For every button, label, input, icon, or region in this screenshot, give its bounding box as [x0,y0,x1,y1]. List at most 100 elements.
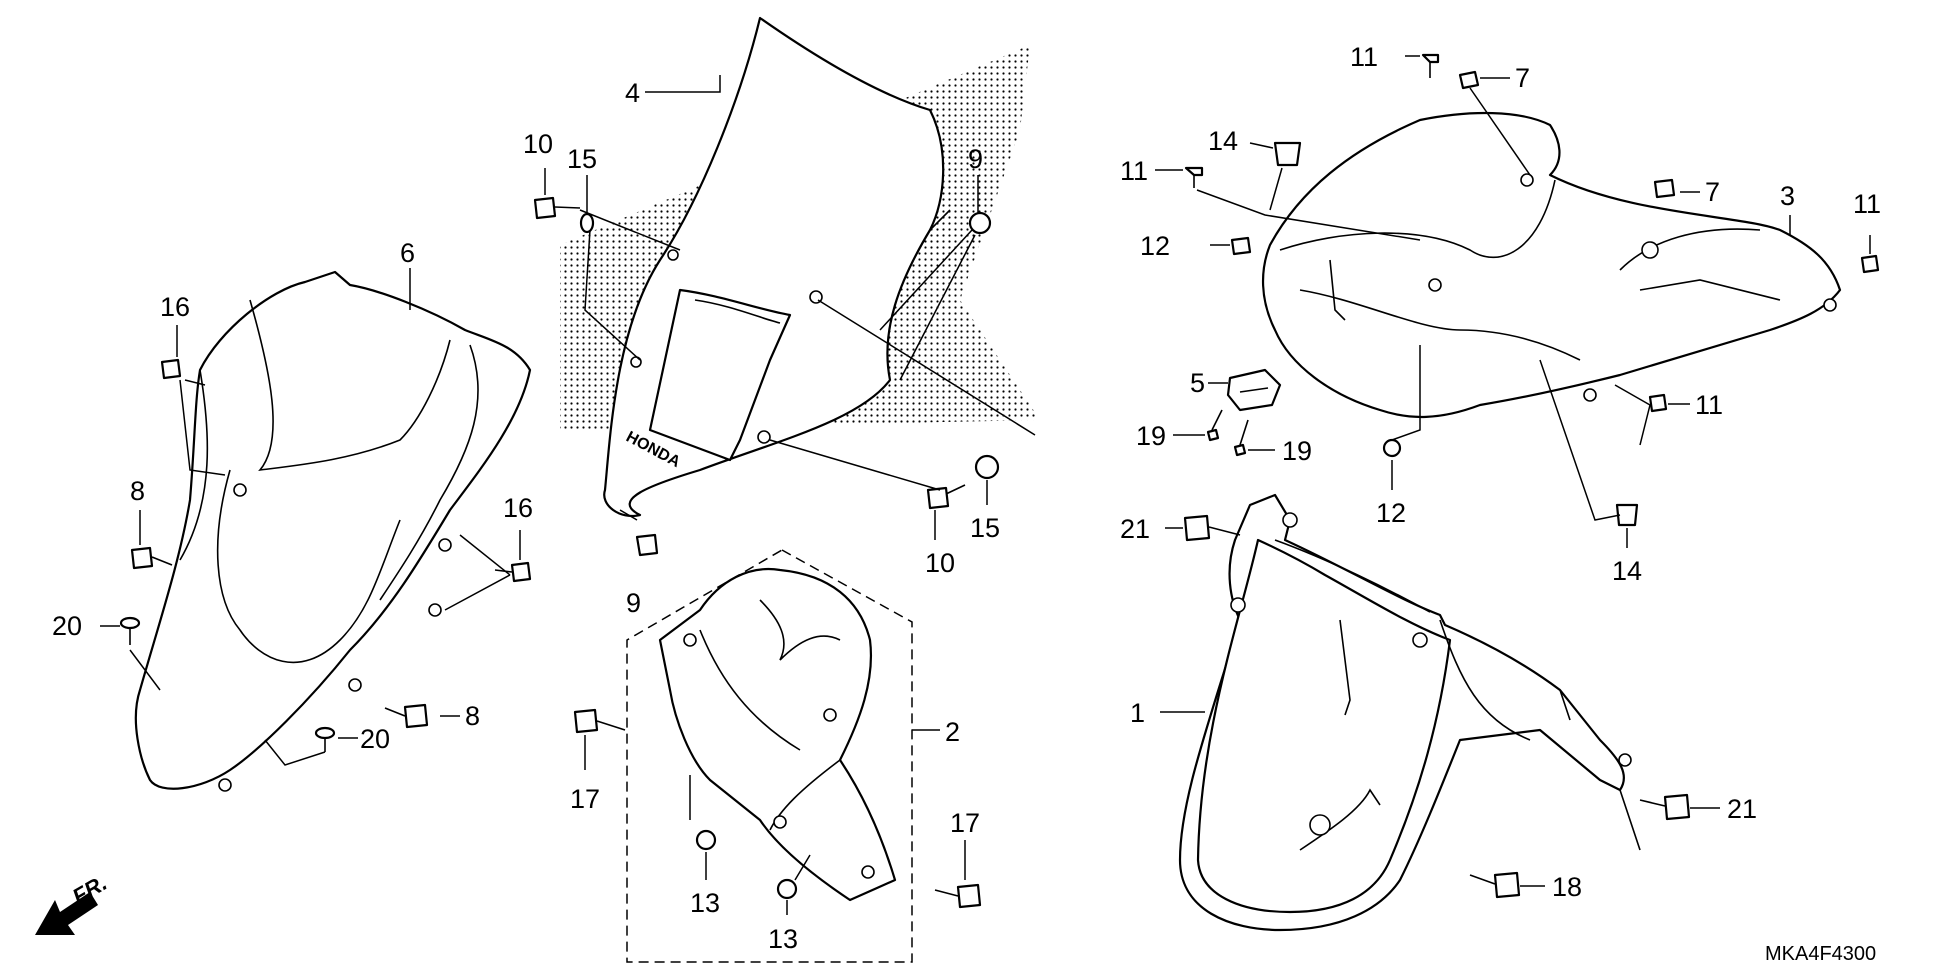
frame-stay-right-bracket [1559,689,1571,721]
windscreen-group: HONDA [533,16,1040,557]
frame-hole-3 [1412,632,1428,648]
inner-cover-hole-4 [1641,241,1659,259]
leader-20b-branch [264,739,326,766]
bolt-17-left-shank [596,720,626,731]
headlight-cover-opening-top [249,299,451,472]
washer-15-lower [974,454,1000,480]
screw-12-left [1230,236,1252,256]
leader-nut-9-to-screen [879,229,976,381]
screw-19-right [1233,443,1247,457]
bolt-18-shank [1469,874,1496,885]
grommet-group [1173,368,1282,457]
callout-17-left: 17 [570,784,600,814]
headlight-cover-left-rib [179,369,209,561]
bolt-21-left [1183,514,1211,542]
callout-7-top: 7 [1515,63,1530,93]
leader-14b-branch [1539,359,1621,521]
headlight-cover-group [100,268,532,792]
stay-hole-4 [861,865,875,879]
windscreen-cutout-edge [694,299,781,324]
washer-15-upper [579,212,595,234]
inner-cover-group [1155,53,1880,548]
grommet-5-ridge [1239,387,1269,393]
clip-20-left [119,616,141,630]
callout-10-upper: 10 [523,129,553,159]
leader-11d-branch [1614,384,1651,446]
frame-stay-inner [1196,538,1452,914]
screw-11-lower [1648,393,1668,413]
stay-hole-2 [823,708,837,722]
cover-hole-3 [428,603,442,617]
windscreen-right-tab [929,209,951,231]
screw-16-right [510,561,532,583]
callout-16-right: 16 [503,493,533,523]
frame-hole-1 [1282,512,1298,528]
stay-group [573,549,982,963]
leader-14a [1249,142,1274,149]
bolt-17-right [956,883,982,909]
clip-14-lower [1615,503,1639,527]
callout-11-right: 11 [1853,189,1881,219]
callout-19-left: 19 [1136,421,1166,451]
callout-21-right: 21 [1727,794,1757,824]
clip-20-right [314,726,336,740]
callout-11-left: 11 [1120,156,1148,186]
headlight-cover [134,270,532,790]
screw-19-left [1206,428,1220,442]
inner-cover-hole-3 [1583,388,1597,402]
leader-20a-branch [129,649,161,691]
callout-8-right: 8 [465,701,480,731]
bolt-21-right [1663,793,1691,821]
front-direction-indicator: FR. [35,870,111,935]
frame-hole-4 [1309,814,1331,836]
callout-10-lower: 10 [925,548,955,578]
leader-16a-branch [179,379,226,476]
callout-labels: 1 2 3 4 5 6 7 7 8 8 9 9 10 10 11 11 11 1… [52,42,1881,954]
callout-1: 1 [1130,698,1145,728]
windscreen-hole-4 [630,356,642,368]
frame-stay-lower-right-arm [1619,789,1641,851]
screw-11-left [1184,166,1204,177]
screw-11-right [1860,254,1880,274]
cover-hole-1 [233,483,247,497]
callout-4: 4 [625,78,640,108]
callout-20-left: 20 [52,611,82,641]
callout-7-right: 7 [1705,177,1720,207]
leader-14a-branch [1269,167,1283,211]
windscreen-hole-3 [667,249,679,261]
callout-12-left: 12 [1140,231,1170,261]
callout-18: 18 [1552,872,1582,902]
callout-17-right: 17 [950,808,980,838]
screw-19-left-shank [1211,409,1223,431]
callout-5: 5 [1190,368,1205,398]
callout-14-top: 14 [1208,126,1238,156]
nut-9-right [968,211,992,235]
nut-9-lower [635,533,659,557]
inner-cover-upper-ridge [1279,179,1556,259]
inner-cover [1262,111,1842,419]
bolt-8-left-shank [151,556,173,566]
bolt-8-right-shank [384,707,406,717]
callout-13-left: 13 [690,888,720,918]
stay-center-ridge [759,599,841,661]
screw-10-lower [926,486,950,510]
inner-cover-hole-2 [1428,278,1442,292]
nut-13-right [776,878,798,900]
leader-9b [619,509,638,521]
leader-fastener-set-a [579,209,681,361]
nut-12-lower [1382,438,1402,458]
screw-19-right-shank [1239,419,1249,446]
callout-13-right: 13 [768,924,798,954]
bolt-17-right-shank [934,889,959,897]
frame-hole-2 [1230,597,1246,613]
cover-hole-4 [348,678,362,692]
screw-10-lower-shank [945,484,966,495]
bolt-8-right [403,703,429,729]
callout-15-lower: 15 [970,513,1000,543]
inner-cover-right-ridges [1619,228,1781,301]
callout-11-top: 11 [1350,42,1378,72]
windscreen-cutout [648,288,792,462]
frame-hole-5 [1618,753,1632,767]
nut-13-left [695,829,717,851]
